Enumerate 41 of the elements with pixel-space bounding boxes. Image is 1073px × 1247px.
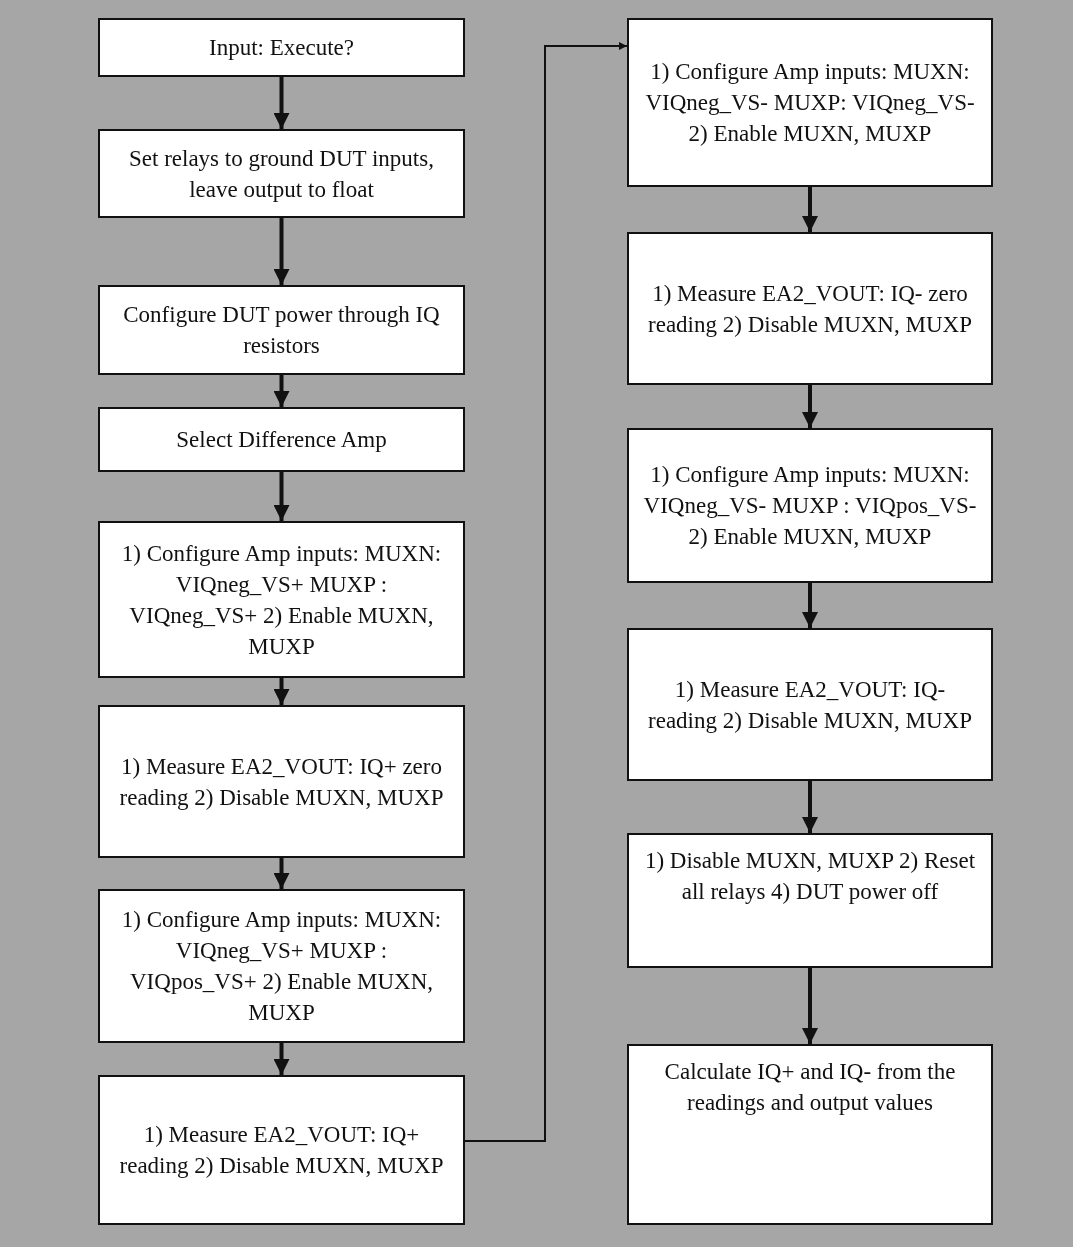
process-box (627, 628, 993, 781)
step-text: 1) Configure Amp inputs: MUXN: VIQneg_VS- MUXP: VIQneg_VS- 2) Enable MUXN, MUXP (644, 58, 976, 148)
process-box (98, 705, 465, 858)
process-box (98, 285, 465, 375)
process-box (627, 428, 993, 583)
arrow (273, 858, 290, 889)
step-text: 1) Configure Amp inputs: MUXN: VIQneg_VS+ MUXP : VIQneg_VS+ 2) Enable MUXN, MUXP (120, 539, 443, 661)
arrow (273, 472, 290, 521)
step-text: 1) Measure EA2_VOUT: IQ- reading 2) Disable MUXN, MUXP (647, 675, 973, 735)
process-box (627, 18, 993, 187)
process-box (627, 833, 993, 968)
process-box (98, 1075, 465, 1225)
arrow (273, 77, 290, 129)
step-text: Select Difference Amp (176, 426, 387, 454)
process-box (627, 1044, 993, 1225)
step-text: Calculate IQ+ and IQ- from the readings and output values (663, 1058, 957, 1117)
arrow (273, 375, 290, 407)
step-text: 1) Measure EA2_VOUT: IQ+ reading 2) Disable MUXN, MUXP (118, 1121, 445, 1180)
arrow (802, 968, 818, 1044)
step-text: 1) Measure EA2_VOUT: IQ+ zero reading 2) Disable MUXN, MUXP (118, 752, 445, 812)
arrow (273, 218, 290, 285)
process-box (98, 18, 465, 77)
arrow (802, 385, 818, 428)
process-box (98, 889, 465, 1043)
arrow (802, 187, 818, 232)
arrow (802, 781, 818, 833)
step-text: Configure DUT power through IQ resistors (122, 301, 441, 360)
process-box (98, 407, 465, 472)
arrow (802, 583, 818, 628)
process-box (627, 232, 993, 385)
process-box (98, 129, 465, 218)
step-text: 1) Disable MUXN, MUXP 2) Reset all relays 4) DUT power off (643, 847, 977, 906)
step-text: Input: Execute? (209, 34, 354, 62)
process-box (98, 521, 465, 678)
arrow (464, 42, 628, 1142)
step-text: Set relays to ground DUT inputs, leave output to float (128, 144, 435, 204)
arrow (273, 1043, 290, 1075)
step-text: 1) Configure Amp inputs: MUXN: VIQneg_VS- MUXP : VIQpos_VS- 2) Enable MUXN, MUXP (642, 461, 978, 551)
step-text: 1) Measure EA2_VOUT: IQ- zero reading 2) Disable MUXN, MUXP (647, 279, 973, 339)
step-text: 1) Configure Amp inputs: MUXN: VIQneg_VS+ MUXP : VIQpos_VS+ 2) Enable MUXN, MUXP (120, 906, 443, 1027)
arrow (273, 678, 290, 705)
